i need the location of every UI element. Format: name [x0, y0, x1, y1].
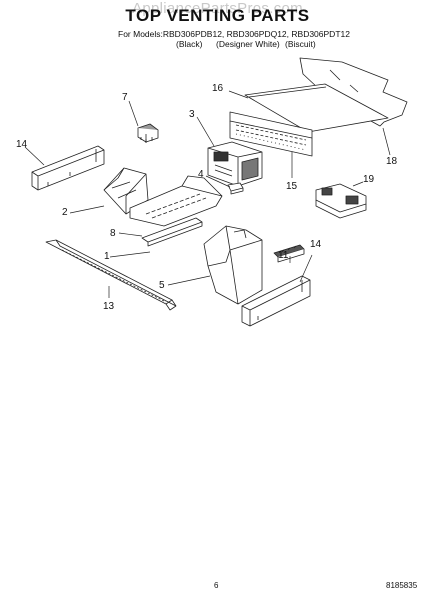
- part-top-panel: [244, 83, 389, 133]
- part-vent-bracket: [229, 111, 313, 157]
- part-connector: [227, 182, 244, 195]
- part-hinge-bracket: [315, 183, 367, 219]
- callout-11: 11: [278, 250, 289, 261]
- part-duct-base: [129, 175, 223, 227]
- part-gasket-strip: [141, 217, 203, 247]
- callout-3: 3: [189, 109, 195, 120]
- variant-designer-white: (Designer White): [216, 39, 280, 49]
- callout-13: 13: [103, 301, 115, 312]
- part-vent-duct: [103, 167, 149, 215]
- callout-7: 7: [122, 92, 128, 103]
- page-number: 6: [214, 581, 219, 590]
- part-front-trim: [45, 239, 177, 311]
- callout-19: 19: [363, 174, 375, 185]
- models-line: For Models:RBD306PDB12, RBD306PDQ12, RBD…: [118, 29, 350, 39]
- leader-lines: [24, 90, 391, 298]
- callout-4: 4: [198, 169, 204, 180]
- part-side-bracket-left: [31, 145, 105, 191]
- callout-18: 18: [386, 156, 398, 167]
- callout-16: 16: [212, 83, 224, 94]
- part-side-bracket-right: [241, 275, 311, 327]
- callout-2: 2: [62, 207, 68, 218]
- part-terminal-block: [273, 244, 305, 263]
- variant-black: (Black): [176, 39, 203, 49]
- part-duct-shroud: [203, 225, 263, 305]
- callout-5: 5: [159, 280, 165, 291]
- variant-biscuit: (Biscuit): [285, 39, 316, 49]
- callout-14-right: 14: [310, 239, 322, 250]
- callout-1: 1: [104, 251, 110, 262]
- watermark: AppliancePartsPros.com: [132, 0, 303, 17]
- callout-8: 8: [110, 228, 116, 239]
- page-title: TOP VENTING PARTS: [125, 6, 310, 25]
- callout-14-left: 14: [16, 139, 28, 150]
- document-number: 8185835: [386, 581, 418, 590]
- part-thermal-switch: [137, 123, 159, 143]
- callout-15: 15: [286, 181, 298, 192]
- part-blower-motor: [207, 141, 263, 187]
